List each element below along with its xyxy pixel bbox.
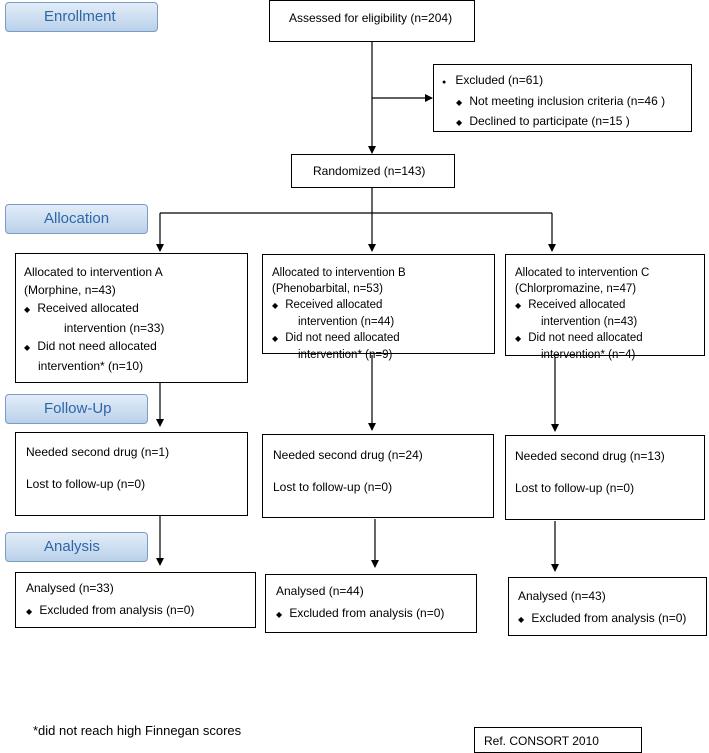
stage-label-followup: Follow-Up [5,394,148,424]
notneed-line: ◆ Did not need allocated [515,332,643,344]
stage-label-enrollment: Enrollment [5,2,158,32]
followup-box-c: Needed second drug (n=13) Lost to follow… [505,435,705,520]
excluded-item: ◆ Declined to participate (n=15 ) [456,114,630,128]
allocation-drug: (Morphine, n=43) [24,283,116,297]
excluded-from-analysis: ◆ Excluded from analysis (n=0) [26,603,195,617]
excluded-item: ◆ Not meeting inclusion criteria (n=46 ) [456,94,666,108]
excluded-title: ● Excluded (n=61) [442,73,544,87]
allocation-drug: (Phenobarbital, n=53) [272,283,383,295]
excluded-from-analysis: ◆ Excluded from analysis (n=0) [276,606,445,620]
analysed-count: Analysed (n=33) [26,581,114,595]
reference-text: Ref. CONSORT 2010 [484,734,599,748]
notneed-line: ◆ Did not need allocated [24,339,157,353]
received-count: intervention (n=44) [298,316,395,328]
notneed-count: intervention* (n=10) [38,359,144,373]
analysis-box-c: Analysed (n=43) ◆ Excluded from analysis… [508,577,707,636]
received-count: intervention (n=33) [64,321,165,335]
received-line: ◆ Received allocated [24,301,139,315]
allocation-drug: (Chlorpromazine, n=47) [515,283,637,295]
allocation-title: Allocated to intervention C [515,267,650,279]
randomized-text: Randomized (n=143) [313,164,426,178]
footnote: *did not reach high Finnegan scores [33,723,242,738]
needed-second-drug: Needed second drug (n=24) [273,448,423,462]
lost-to-followup: Lost to follow-up (n=0) [515,481,635,495]
analysed-count: Analysed (n=43) [518,589,606,603]
allocation-title: Allocated to intervention B [272,267,406,279]
followup-box-a: Needed second drug (n=1) Lost to follow-… [15,432,248,516]
needed-second-drug: Needed second drug (n=1) [26,445,170,459]
analysed-count: Analysed (n=44) [276,584,364,598]
received-line: ◆ Received allocated [272,299,383,311]
stage-label-analysis: Analysis [5,532,148,562]
allocation-box-b: Allocated to intervention B (Phenobarbit… [262,254,495,361]
followup-box-b: Needed second drug (n=24) Lost to follow… [262,434,494,518]
randomized-box: Randomized (n=143) [291,154,455,188]
excluded-from-analysis: ◆ Excluded from analysis (n=0) [518,611,687,625]
needed-second-drug: Needed second drug (n=13) [515,449,665,463]
notneed-count: intervention* (n=9) [298,349,393,361]
assessed-box: Assessed for eligibility (n=204) [269,0,475,42]
lost-to-followup: Lost to follow-up (n=0) [26,477,146,491]
analysis-box-b: Analysed (n=44) ◆ Excluded from analysis… [265,574,477,633]
lost-to-followup: Lost to follow-up (n=0) [273,480,393,494]
allocation-box-c: Allocated to intervention C (Chlorpromaz… [505,254,705,361]
allocation-box-a: Allocated to intervention A (Morphine, n… [15,253,248,383]
reference-box: Ref. CONSORT 2010 [474,727,642,753]
assessed-text: Assessed for eligibility (n=204) [289,11,453,25]
stage-label-allocation: Allocation [5,204,148,234]
received-line: ◆ Received allocated [515,299,626,311]
excluded-box: ● Excluded (n=61) ◆ Not meeting inclusio… [433,64,692,132]
analysis-box-a: Analysed (n=33) ◆ Excluded from analysis… [15,572,256,628]
notneed-line: ◆ Did not need allocated [272,332,400,344]
allocation-title: Allocated to intervention A [24,265,163,279]
notneed-count: intervention* (n=4) [541,349,636,361]
received-count: intervention (n=43) [541,316,638,328]
